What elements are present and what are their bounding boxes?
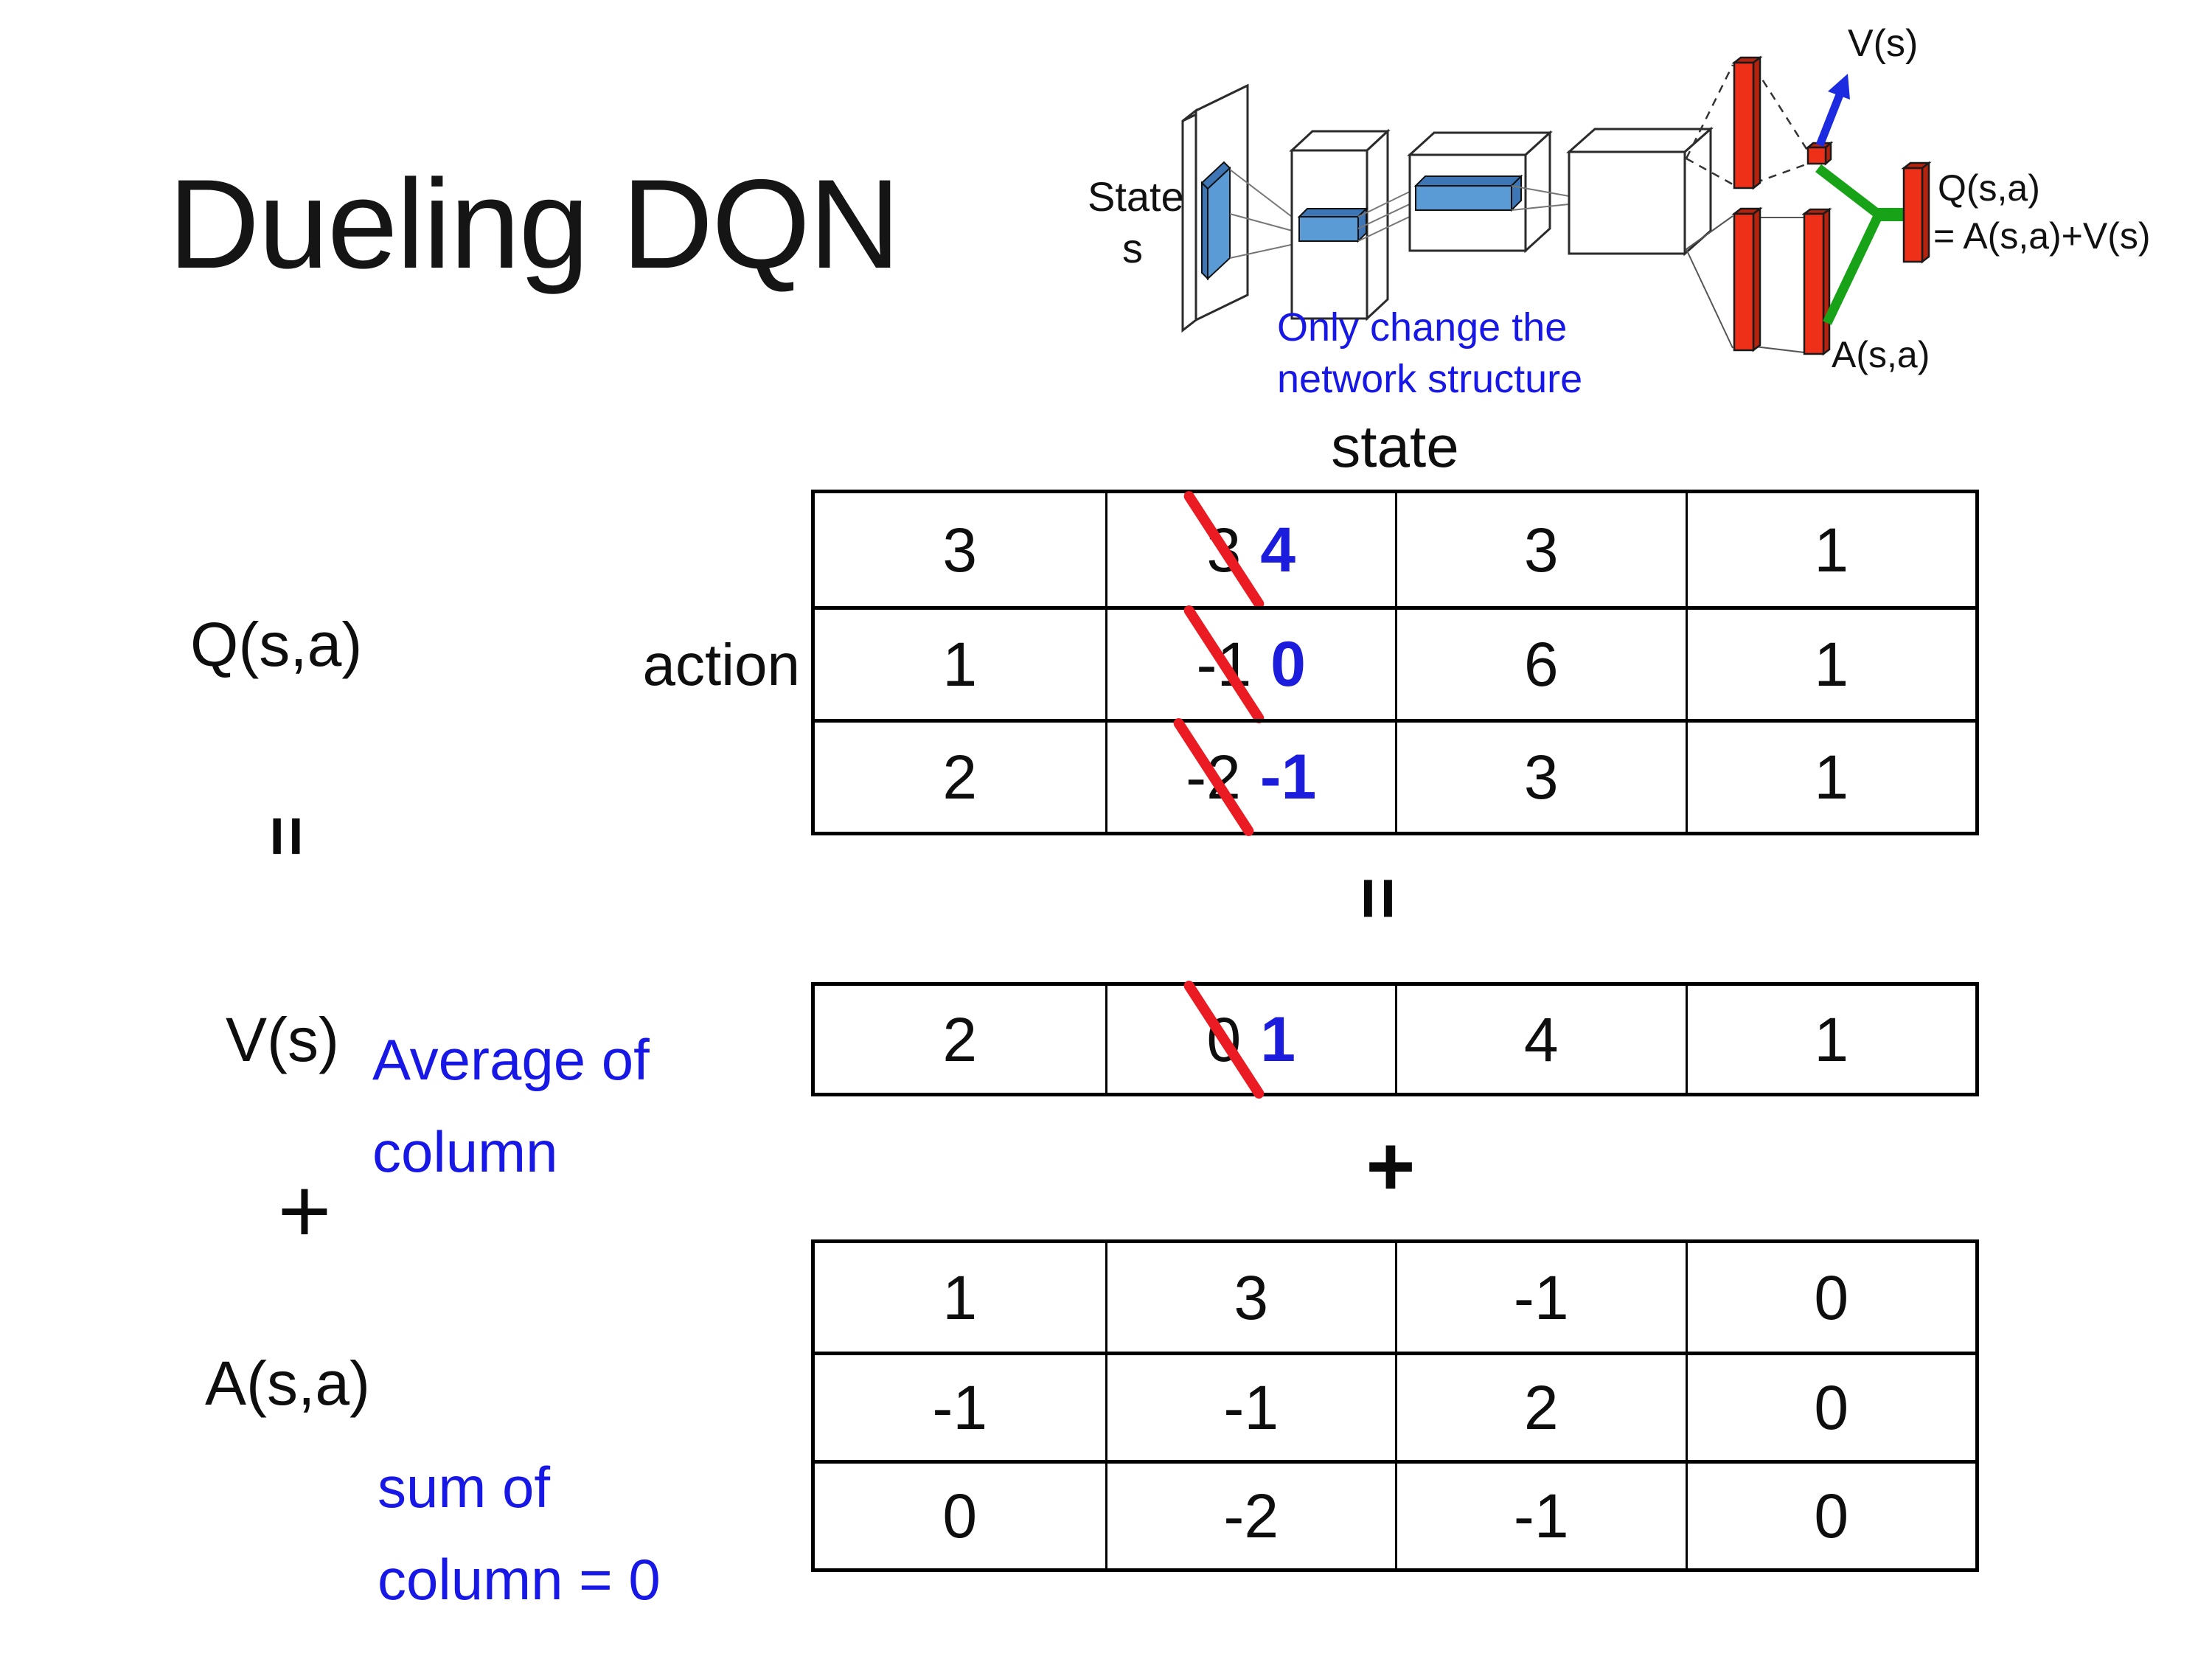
a-cell: 1	[942, 1262, 978, 1332]
value-scalar-node	[1805, 141, 1834, 166]
plus-sign-center: +	[1366, 1119, 1416, 1214]
strike-line	[1181, 978, 1266, 1101]
a-cell: 0	[1685, 1243, 1976, 1352]
state-column-header: state	[1331, 414, 1459, 479]
v-function-label: V(s)	[226, 1005, 339, 1074]
corrected-value: 4	[1260, 514, 1296, 585]
q-cell: 3	[1395, 493, 1686, 606]
sum-note-line2: column = 0	[378, 1547, 661, 1612]
strike-line	[1181, 488, 1266, 611]
feature-map-bar-1	[1297, 206, 1368, 243]
a-function-label: A(s,a)	[205, 1349, 371, 1418]
q-cell: 1	[815, 606, 1105, 719]
q-cell: 3	[942, 515, 978, 585]
average-note-line2: column	[372, 1119, 558, 1184]
q-cell: 6	[1395, 606, 1686, 719]
corrected-value: 0	[1270, 629, 1307, 700]
diagram-state-label: State	[1088, 173, 1184, 220]
advantage-stream-links	[1686, 215, 1805, 353]
diagram-state-s-label: s	[1122, 225, 1143, 271]
corrected-value: -1	[1259, 742, 1317, 813]
v-cell: 2	[942, 1004, 978, 1074]
q-function-label: Q(s,a)	[190, 610, 363, 679]
a-cell: 0	[1685, 1460, 1975, 1568]
v-row-table: 2 0 1 4 1	[811, 978, 1979, 1101]
a-cell: 0	[815, 1460, 1105, 1568]
conv-cone-lines-3	[1511, 185, 1570, 211]
q-cell-corrected: -1 0	[1105, 603, 1395, 726]
value-stream-dashed-links	[1685, 64, 1809, 186]
conv-filter-patch	[1200, 161, 1231, 281]
a-cell: 2	[1395, 1352, 1686, 1460]
strike-line	[1171, 716, 1256, 838]
v-cell-corrected: 0 1	[1105, 978, 1396, 1101]
a-cell: -1	[1395, 1460, 1686, 1568]
fc-layer-box	[1566, 126, 1714, 257]
aggregation-links	[1815, 164, 1905, 325]
diagram-q-label-line1: Q(s,a)	[1938, 167, 2040, 209]
diagram-q-label-line2: = A(s,a)+V(s)	[1933, 215, 2151, 257]
advantage-hidden-bar	[1731, 206, 1763, 352]
value-hidden-bar	[1731, 55, 1763, 190]
action-row-header: action	[642, 632, 800, 698]
a-cell: 3	[1105, 1243, 1396, 1352]
page-title: Dueling DQN	[168, 153, 900, 295]
v-cell: 1	[1685, 986, 1976, 1093]
dueling-network-diagram: State s V(s) Q(s,a) = A(s,a)+V(s) A(s,a)…	[1088, 22, 2151, 401]
a-cell: -2	[1105, 1460, 1395, 1568]
a-cell: 0	[1685, 1352, 1975, 1460]
q-cell: 1	[1685, 493, 1976, 606]
corrected-value: 1	[1260, 1004, 1296, 1075]
q-output-bar	[1901, 161, 1932, 264]
conv-cone-lines-2	[1357, 188, 1416, 242]
a-cell: -1	[1395, 1243, 1686, 1352]
q-cell: 2	[815, 719, 1105, 832]
sum-note-line1: sum of	[378, 1455, 551, 1520]
a-table: 1 3 -1 0 -1 -1 2 0 0 -2 -1 0	[811, 1239, 1979, 1572]
equals-sign-center: =	[1337, 876, 1420, 920]
equals-sign-left: =	[248, 815, 327, 858]
feature-map-bar-2	[1413, 174, 1523, 212]
q-cell-corrected: 3 4	[1105, 488, 1396, 611]
q-cell: 1	[1685, 606, 1975, 719]
q-cell: 3	[1395, 719, 1686, 832]
plus-sign-left: +	[277, 1159, 332, 1262]
a-cell: -1	[1105, 1352, 1395, 1460]
diagram-vs-label: V(s)	[1848, 22, 1918, 65]
diagram-a-label: A(s,a)	[1832, 334, 1930, 375]
value-arrow	[1815, 74, 1850, 147]
advantage-output-bar	[1801, 207, 1832, 356]
q-cell: 1	[1685, 719, 1975, 832]
average-note-line1: Average of	[372, 1027, 650, 1092]
v-cell: 4	[1395, 986, 1686, 1093]
a-cell: -1	[815, 1352, 1105, 1460]
strike-line	[1181, 603, 1266, 726]
q-cell-corrected: -2 -1	[1105, 716, 1395, 838]
conv-cone-lines-1	[1229, 169, 1298, 259]
diagram-note-line2: network structure	[1277, 357, 1582, 401]
q-table: 3 3 4 3 1 1 -1 0 6 1 2 -2 -1 3 1	[811, 488, 1979, 838]
diagram-note-line1: Only change the	[1277, 305, 1567, 349]
